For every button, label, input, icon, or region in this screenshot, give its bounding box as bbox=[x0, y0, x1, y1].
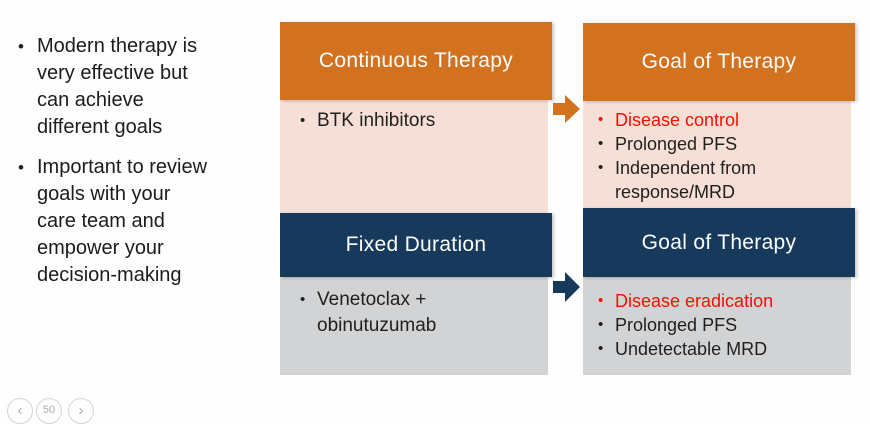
intro-line: different goals bbox=[37, 116, 163, 138]
therapy-column: Continuous Therapy BTK inhibitors Fixed … bbox=[280, 22, 552, 375]
list-item-text: BTK inhibitors bbox=[317, 110, 436, 131]
list-item: Prolonged PFS bbox=[598, 313, 845, 337]
continuous-therapy-header: Continuous Therapy bbox=[280, 22, 552, 100]
list-item-text: Prolonged PFS bbox=[615, 315, 738, 335]
goal-of-therapy-title: Goal of Therapy bbox=[641, 50, 797, 73]
prev-slide-button[interactable]: ‹ bbox=[7, 398, 33, 424]
fixed-duration-title: Fixed Duration bbox=[345, 233, 487, 256]
fixed-duration-header: Fixed Duration bbox=[280, 213, 552, 277]
goal-of-therapy-header-bottom: Goal of Therapy bbox=[583, 208, 855, 277]
list-item: BTK inhibitors bbox=[300, 108, 540, 134]
intro-line: very effective but bbox=[37, 62, 188, 84]
intro-line: Important to review bbox=[37, 156, 208, 178]
intro-line: can achieve bbox=[37, 89, 144, 111]
intro-line: care team and bbox=[37, 210, 165, 232]
goal-column: Goal of Therapy Disease control Prolonge… bbox=[583, 23, 855, 375]
slide-number-text: 50 bbox=[42, 403, 56, 416]
intro-line: goals with your bbox=[37, 183, 171, 205]
list-item-highlighted: Disease eradication bbox=[598, 289, 845, 313]
list-item-text: obinutuzumab bbox=[317, 315, 437, 336]
flow-arrow-orange-icon bbox=[553, 95, 580, 123]
list-item-text: Venetoclax + bbox=[317, 289, 427, 310]
fixed-duration-list: Venetoclax + obinutuzumab bbox=[280, 277, 548, 339]
continuous-therapy-body: BTK inhibitors bbox=[280, 100, 548, 213]
list-item-text: Undetectable MRD bbox=[615, 339, 768, 359]
next-slide-button[interactable]: › bbox=[68, 398, 94, 424]
goal-of-therapy-body-top: Disease control Prolonged PFS Independen… bbox=[583, 101, 851, 208]
list-item: Venetoclax + obinutuzumab bbox=[300, 287, 540, 339]
fixed-duration-body: Venetoclax + obinutuzumab bbox=[280, 277, 548, 375]
list-item: Independent from response/MRD bbox=[598, 156, 845, 204]
chevron-left-icon: ‹ bbox=[17, 401, 23, 419]
goal-of-therapy-body-bottom: Disease eradication Prolonged PFS Undete… bbox=[583, 277, 851, 375]
intro-line: decision-making bbox=[37, 264, 182, 286]
slide-number-badge[interactable]: 50 bbox=[36, 398, 62, 424]
flow-arrow-navy-icon bbox=[553, 272, 580, 302]
chevron-right-icon: › bbox=[78, 401, 84, 419]
intro-bullet-1: Modern therapy is very effective but can… bbox=[18, 33, 258, 141]
list-item-text: Independent from bbox=[615, 158, 757, 178]
intro-bullet-list: Modern therapy is very effective but can… bbox=[18, 33, 258, 289]
continuous-therapy-list: BTK inhibitors bbox=[280, 100, 548, 134]
intro-bullet-2: Important to review goals with your care… bbox=[18, 154, 258, 289]
continuous-therapy-title: Continuous Therapy bbox=[318, 49, 514, 72]
list-item-text: Prolonged PFS bbox=[615, 134, 738, 154]
list-item: Prolonged PFS bbox=[598, 132, 845, 156]
list-item-highlighted: Disease control bbox=[598, 108, 845, 132]
intro-line: empower your bbox=[37, 237, 164, 259]
list-item-text: Disease control bbox=[615, 110, 740, 130]
intro-line: Modern therapy is bbox=[37, 35, 198, 57]
list-item-text: response/MRD bbox=[615, 182, 736, 202]
goal-of-therapy-title: Goal of Therapy bbox=[641, 230, 797, 254]
list-item: Undetectable MRD bbox=[598, 337, 845, 361]
list-item-text: Disease eradication bbox=[615, 291, 774, 311]
goal-of-therapy-header-top: Goal of Therapy bbox=[583, 23, 855, 101]
goal-list-top: Disease control Prolonged PFS Independen… bbox=[583, 101, 851, 204]
goal-list-bottom: Disease eradication Prolonged PFS Undete… bbox=[583, 277, 851, 361]
